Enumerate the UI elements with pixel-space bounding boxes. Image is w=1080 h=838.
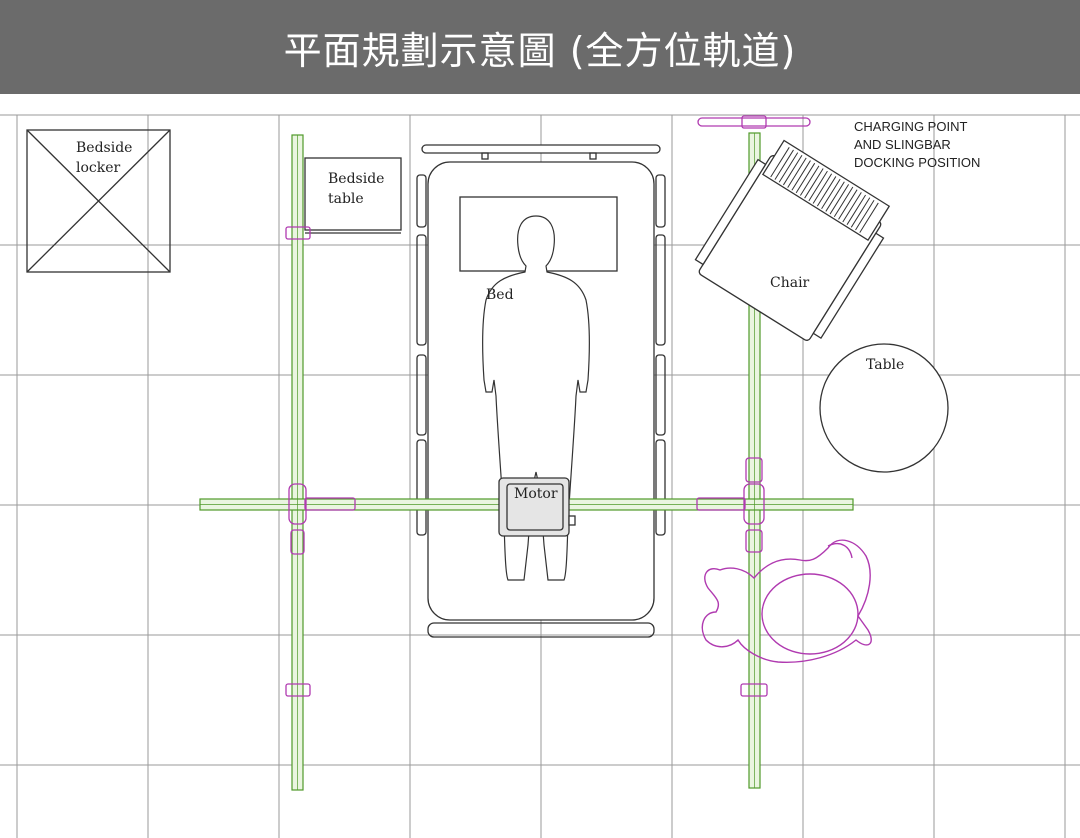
bedside-locker-label-1: Bedside xyxy=(76,140,132,156)
floor-plan: Bedside locker Bedside table Bed xyxy=(0,114,1080,838)
charging-point-label-3: DOCKING POSITION xyxy=(854,155,980,170)
table-label: Table xyxy=(866,357,904,373)
chair-backrest-slats xyxy=(770,147,879,233)
chair-slat xyxy=(850,197,871,228)
charging-point-label-2: AND SLINGBAR xyxy=(854,137,951,152)
chair-slat xyxy=(799,165,820,196)
chair-slat xyxy=(791,160,811,191)
chair-slat xyxy=(829,184,850,215)
chair-slat xyxy=(846,194,866,225)
bed-label: Bed xyxy=(486,287,514,303)
chair-slat xyxy=(825,181,845,212)
hoist-motor xyxy=(498,477,576,537)
chair-slat xyxy=(821,178,841,210)
chair-slat xyxy=(787,157,807,188)
chair-label: Chair xyxy=(770,275,810,291)
page-title: 平面規劃示意圖 (全方位軌道) xyxy=(283,28,797,73)
chair-slat xyxy=(774,149,794,180)
chair-slat xyxy=(859,202,879,233)
header-bar: 平面規劃示意圖 (全方位軌道) xyxy=(0,0,1080,94)
bedside-table xyxy=(304,157,402,234)
chair-slat xyxy=(833,186,854,217)
wheelchair-outline xyxy=(701,539,872,664)
chair-slat xyxy=(842,192,862,223)
bedside-table-label-1: Bedside xyxy=(328,171,384,187)
chair xyxy=(694,139,891,341)
bedside-table-label-2: table xyxy=(328,191,364,207)
round-table xyxy=(819,343,949,473)
chair-slat xyxy=(812,173,833,204)
bedside-locker xyxy=(26,129,171,273)
chair-slat xyxy=(795,162,816,194)
chair-slat xyxy=(808,170,828,202)
chair-slat xyxy=(778,152,799,183)
chair-slat xyxy=(804,168,824,199)
charging-point-label-1: CHARGING POINT xyxy=(854,119,967,134)
motor-label: Motor xyxy=(514,486,558,502)
chair-slat xyxy=(782,154,803,186)
chair-slat xyxy=(816,176,837,207)
chair-slat xyxy=(770,147,790,178)
bedside-locker-label-2: locker xyxy=(76,160,121,176)
chair-slat xyxy=(855,200,875,231)
chair-slat xyxy=(838,189,858,220)
